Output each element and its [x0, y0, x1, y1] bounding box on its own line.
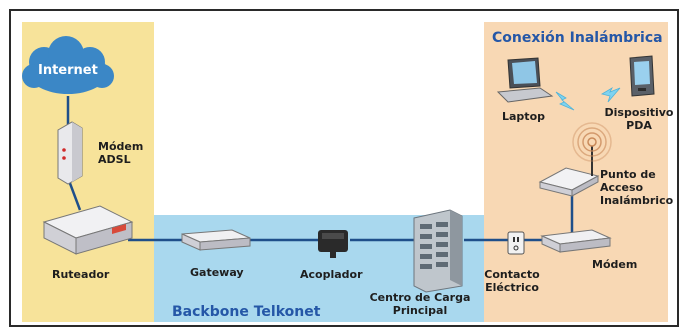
backbone-region-title: Backbone Telkonet: [172, 304, 321, 320]
pda-label-line2: PDA: [626, 119, 652, 132]
adsl-modem-icon: [57, 121, 83, 185]
modem-label: Módem: [592, 258, 638, 271]
modem-adsl-label-line1: Módem: [98, 140, 144, 153]
laptop-icon: [496, 57, 554, 103]
pda-label: Dispositivo PDA: [604, 106, 674, 132]
gateway-label: Gateway: [190, 266, 244, 279]
pda-icon: [629, 55, 655, 97]
access-point-label-line1: Punto de: [600, 168, 656, 181]
internet-cloud-icon: [22, 36, 114, 94]
electrical-panel-label-line2: Principal: [392, 304, 448, 317]
signal-rings-icon: [572, 122, 612, 162]
access-point-label: Punto de Acceso Inalámbrico: [600, 168, 673, 207]
outlet-label-line2: Eléctrico: [485, 281, 539, 294]
access-point-label-line3: Inalámbrico: [600, 194, 674, 207]
electrical-panel-label: Centro de Carga Principal: [365, 291, 475, 317]
outlet-label-line1: Contacto: [484, 268, 540, 281]
wireless-signal-icon: [555, 86, 621, 111]
access-point-label-line2: Acceso: [600, 181, 644, 194]
access-point-icon: [538, 146, 600, 197]
outlet-icon: [507, 231, 525, 255]
coupler-label: Acoplador: [300, 268, 363, 281]
cables: [66, 96, 574, 242]
laptop-label: Laptop: [502, 110, 545, 123]
wireless-region-title: Conexión Inalámbrica: [492, 30, 663, 46]
pda-label-line1: Dispositivo: [604, 106, 674, 119]
gateway-icon: [181, 229, 251, 251]
modem-adsl-label: Módem ADSL: [98, 140, 143, 166]
modem-adsl-label-line2: ADSL: [98, 153, 131, 166]
modem-icon: [540, 229, 612, 253]
electrical-panel-label-line1: Centro de Carga: [369, 291, 471, 304]
coupler-icon: [318, 230, 348, 258]
router-icon: [42, 205, 134, 255]
electrical-panel-icon: [413, 209, 463, 293]
internet-label: Internet: [38, 63, 98, 78]
outlet-label: Contacto Eléctrico: [476, 268, 548, 294]
router-label: Ruteador: [52, 268, 110, 281]
